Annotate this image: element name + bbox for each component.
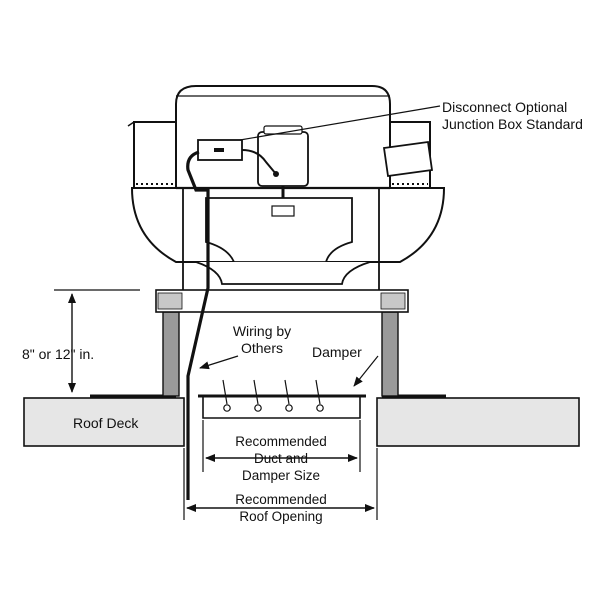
wood-nailer-right — [380, 292, 406, 310]
duct-label-line2: Duct and — [254, 451, 308, 466]
wiring-label-line1: Wiring by — [233, 323, 291, 339]
curb-wall-right — [381, 311, 399, 397]
wiring-label-line2: Others — [241, 340, 283, 356]
duct-label-line1: Recommended — [235, 434, 327, 449]
opening-label-line2: Roof Opening — [239, 509, 322, 524]
curb-cap — [155, 289, 409, 313]
damper — [198, 379, 366, 419]
roof-deck-left — [23, 397, 185, 447]
curb-wall-left — [162, 311, 180, 397]
opening-label-line1: Recommended — [235, 492, 327, 507]
duct-label-line3: Damper Size — [242, 468, 320, 483]
roof-deck-right — [376, 397, 580, 447]
disconnect-label-line1: Disconnect Optional — [442, 99, 567, 115]
height-label: 8" or 12" in. — [22, 346, 94, 362]
roof-deck-label: Roof Deck — [73, 415, 139, 431]
disconnect-leader — [239, 105, 441, 141]
wiring-leader — [199, 355, 239, 370]
damper-leader — [353, 355, 379, 387]
exhaust-fan-unit — [127, 85, 446, 290]
damper-label: Damper — [312, 344, 362, 360]
wood-nailer-left — [157, 292, 183, 310]
disconnect-label-line2: Junction Box Standard — [442, 116, 583, 132]
